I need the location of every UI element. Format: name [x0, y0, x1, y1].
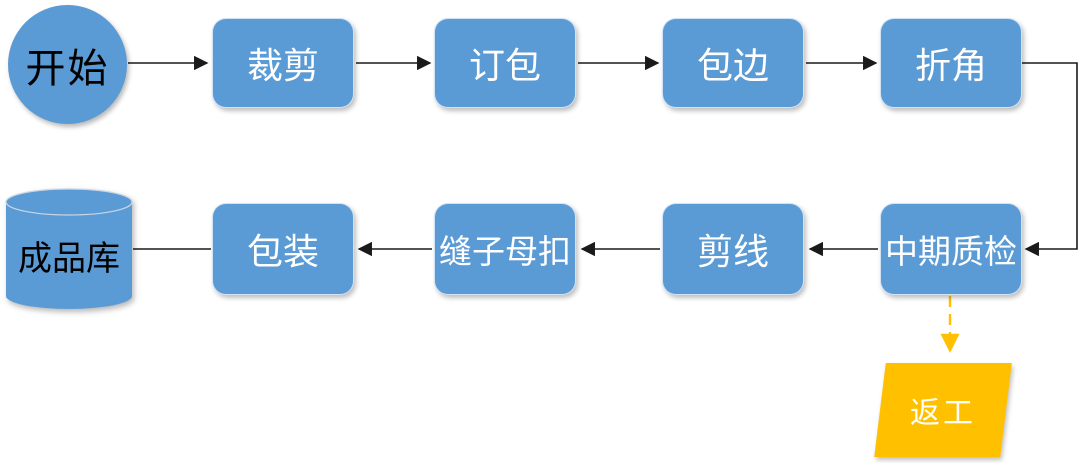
step-packaging: 包装	[212, 203, 354, 295]
step-corner-fold-label: 折角	[914, 45, 987, 86]
step-edge-binding: 包边	[662, 18, 804, 108]
step-corner-fold: 折角	[880, 18, 1022, 108]
step-sew-snap: 缝子母扣	[434, 203, 576, 295]
rework-node: 返工	[874, 363, 1012, 457]
warehouse-label: 成品库	[18, 239, 120, 278]
rework-label: 返工	[910, 397, 976, 430]
step-staple: 订包	[434, 18, 576, 108]
step-mid-inspection: 中期质检	[880, 203, 1022, 295]
step-edge-binding-label: 包边	[696, 45, 769, 86]
step-packaging-label: 包装	[246, 231, 319, 272]
step-sew-snap-label: 缝子母扣	[439, 233, 571, 270]
step-thread-trim: 剪线	[662, 203, 804, 295]
warehouse-node: 成品库	[5, 188, 133, 310]
step-staple-label: 订包	[468, 45, 541, 86]
step-cut-label: 裁剪	[246, 45, 319, 86]
step-cut: 裁剪	[212, 18, 354, 108]
arrow-fold-to-inspection-elbow	[1022, 62, 1078, 257]
start-node: 开始	[8, 5, 127, 124]
step-thread-trim-label: 剪线	[696, 231, 769, 272]
step-mid-inspection-label: 中期质检	[885, 233, 1017, 270]
cylinder-shape-icon	[5, 188, 133, 309]
start-node-label: 开始	[25, 46, 110, 91]
